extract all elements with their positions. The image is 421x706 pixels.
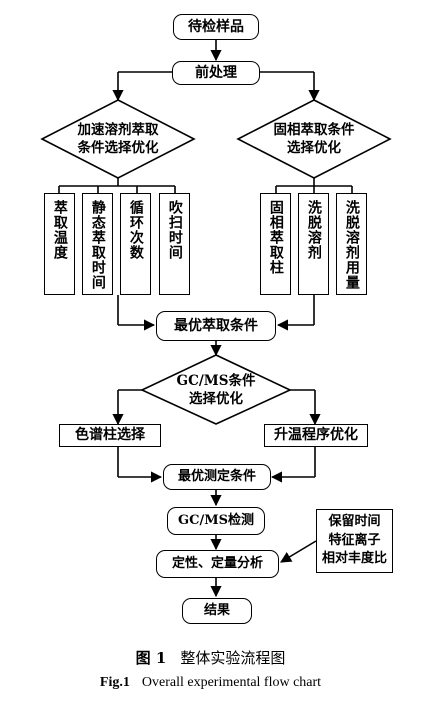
best-detection-node: 最优测定条件 — [163, 464, 271, 490]
left-param-4: 吹扫时间 — [159, 193, 190, 295]
left-param-4-label: 吹扫时间 — [166, 200, 183, 260]
left-param-2-label: 静态萃取时间 — [89, 200, 106, 290]
gcms-decision-text: GC/MS条件 选择优化 — [176, 372, 256, 407]
right-param-2: 洗脱溶剂 — [298, 193, 329, 295]
right-param-1: 固相萃取柱 — [260, 193, 291, 295]
right-param-3: 洗脱溶剂用量 — [336, 193, 367, 295]
left-param-1: 萃取温度 — [44, 193, 75, 295]
left-param-3-label: 循环次数 — [127, 200, 144, 260]
right-param-2-label: 洗脱溶剂 — [305, 200, 322, 260]
left-decision-text: 加速溶剂萃取 条件选择优化 — [77, 121, 159, 156]
right-decision-diamond — [236, 99, 392, 179]
figure-caption-en: Fig.1 Overall experimental flow chart — [0, 675, 421, 691]
figure-title-zh: 整体实验流程图 — [180, 649, 286, 667]
left-param-3: 循环次数 — [120, 193, 151, 295]
figure-caption-zh: 图 1 整体实验流程图 — [0, 647, 421, 668]
figure-title-en: Overall experimental flow chart — [141, 675, 322, 690]
note-box: 保留时间 特征离子 相对丰度比 — [316, 509, 393, 573]
figure-label-zh: 图 1 — [135, 649, 167, 667]
left-param-1-label: 萃取温度 — [51, 200, 68, 260]
analysis-node: 定性、定量分析 — [156, 550, 279, 578]
right-param-3-label: 洗脱溶剂用量 — [343, 200, 360, 290]
column-selection-node: 色谱柱选择 — [59, 424, 161, 447]
sample-node: 待检样品 — [173, 14, 259, 40]
left-param-2: 静态萃取时间 — [82, 193, 113, 295]
figure-label-en: Fig.1 — [99, 675, 130, 690]
gcms-detect-node: GC/MS检测 — [167, 507, 265, 535]
right-param-1-label: 固相萃取柱 — [267, 200, 284, 275]
pretreatment-node: 前处理 — [172, 61, 260, 85]
result-node: 结果 — [182, 598, 252, 624]
right-decision-text: 固相萃取条件 选择优化 — [273, 121, 355, 156]
best-extraction-node: 最优萃取条件 — [156, 311, 276, 341]
temp-program-node: 升温程序优化 — [264, 424, 368, 447]
left-decision-diamond — [40, 99, 196, 179]
flowchart-connectors — [40, 40, 392, 598]
gcms-decision-diamond — [140, 354, 292, 425]
